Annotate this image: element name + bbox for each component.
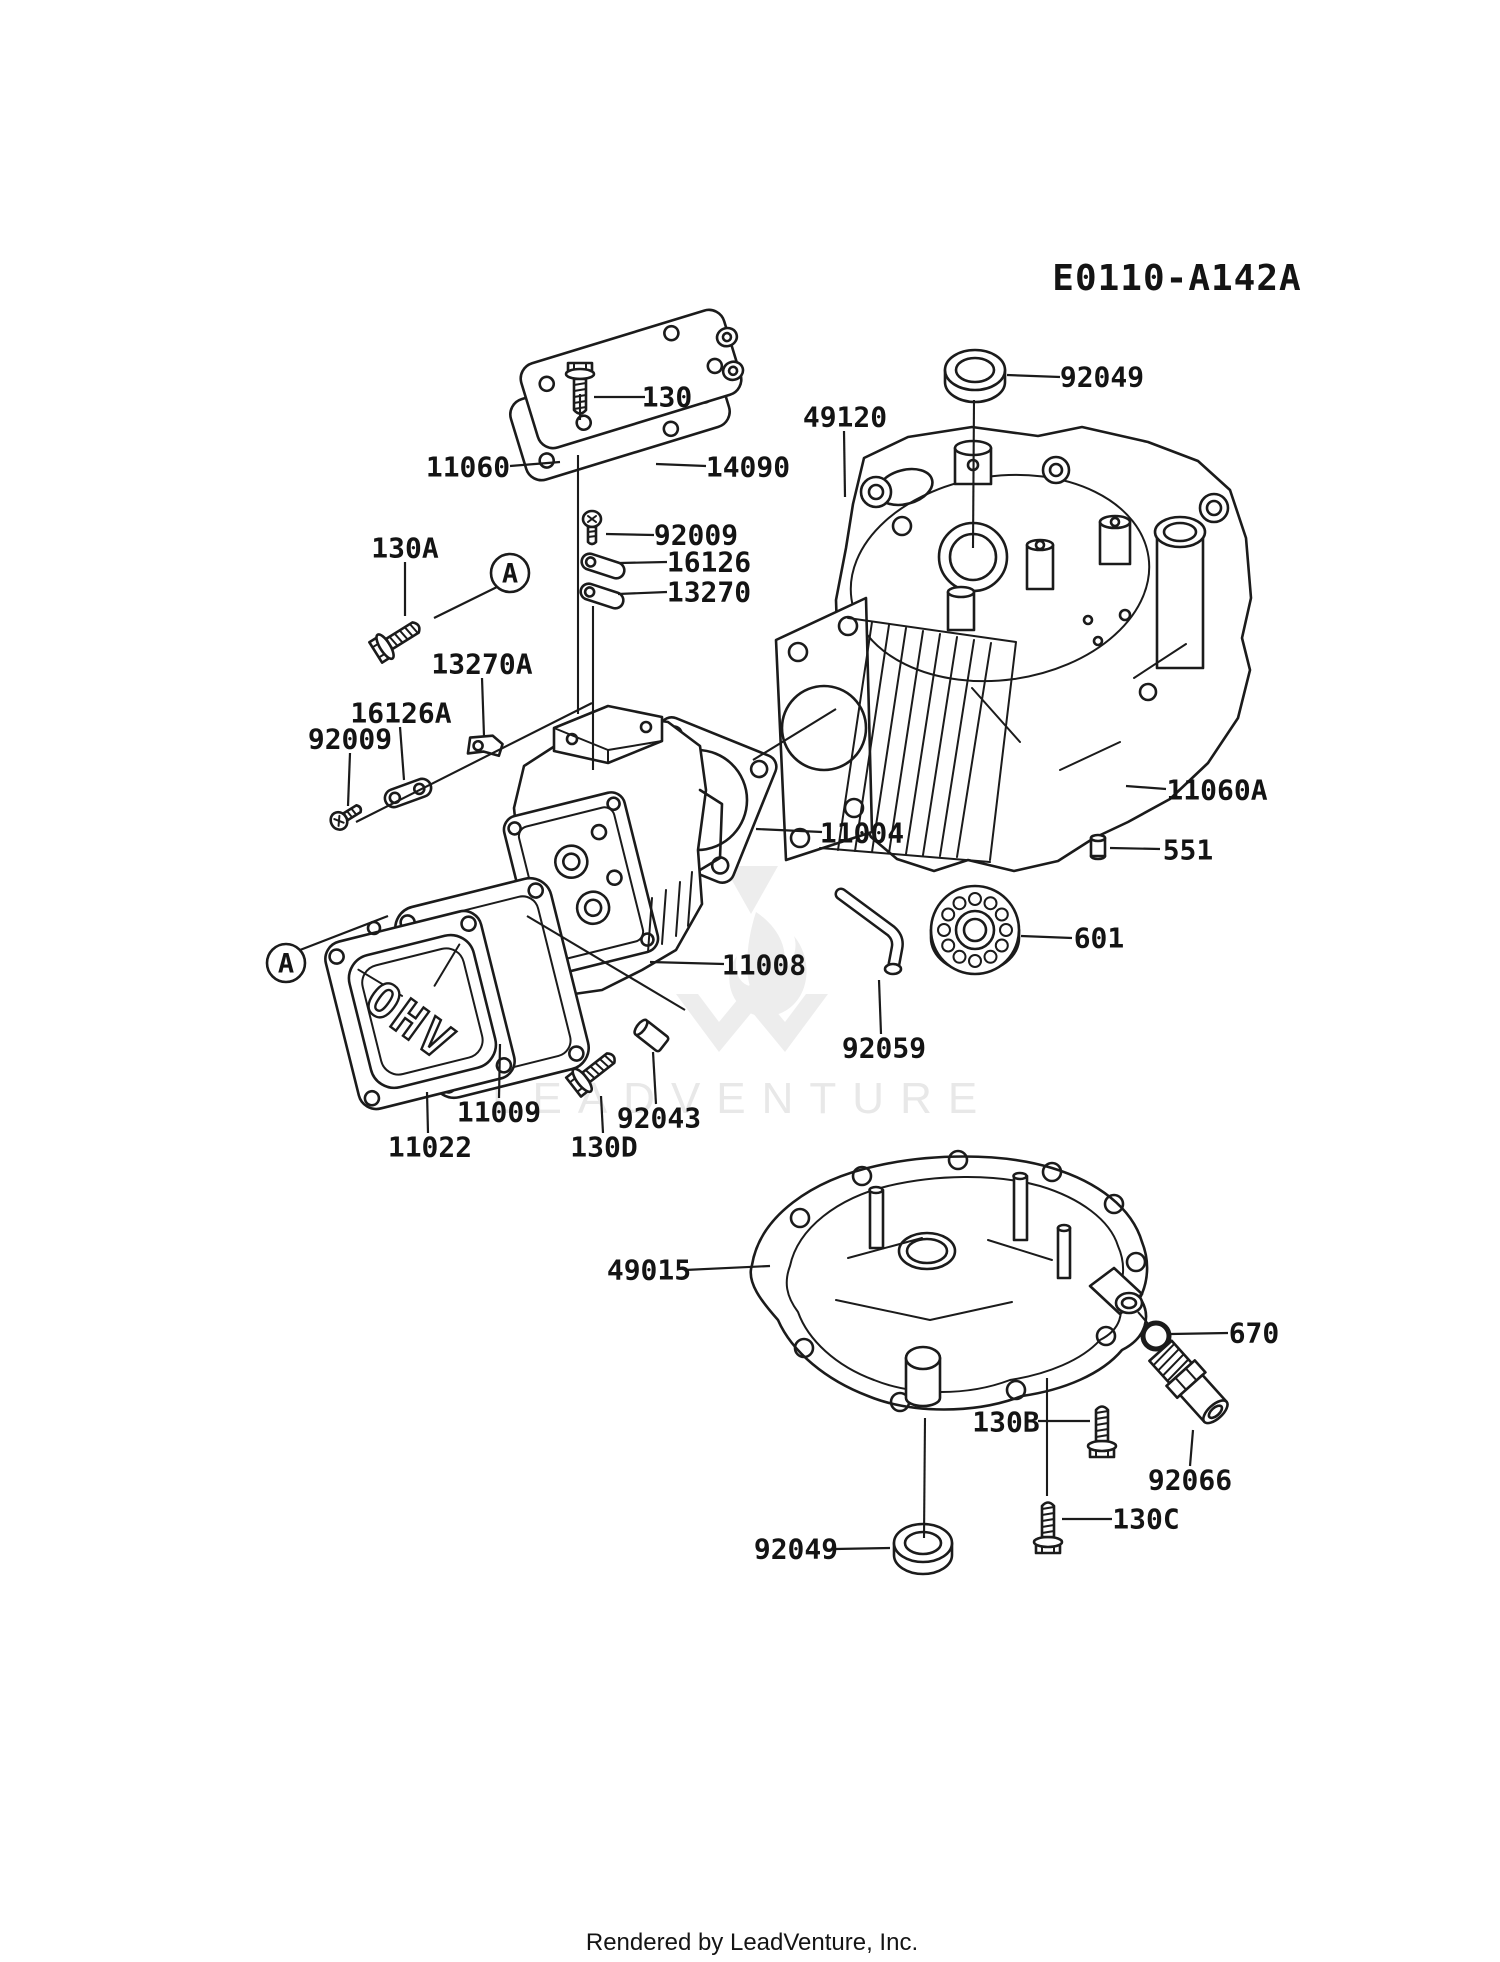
part-label-13270: 13270	[667, 576, 751, 609]
part-oil-seal-92049-bottom	[892, 1522, 954, 1576]
leader-line-92009	[346, 752, 352, 807]
leader-line-14090	[655, 462, 707, 468]
part-oring-670	[1140, 1320, 1172, 1352]
leader-line-92009	[605, 532, 655, 537]
part-label-130C: 130C	[1112, 1503, 1179, 1536]
ref-leader-line	[299, 914, 389, 952]
part-label-11060: 11060	[426, 451, 510, 484]
part-label-14090: 14090	[706, 451, 790, 484]
watermark-text: LEADVENTURE	[492, 1074, 993, 1123]
part-bolt-130A	[366, 612, 428, 666]
part-label-13270A: 13270A	[431, 648, 532, 681]
ref-circle-A	[265, 942, 307, 984]
part-oil-seal-92049-top	[943, 348, 1007, 404]
part-drain-plug-92066	[1148, 1339, 1229, 1425]
part-clamp-16126	[578, 550, 628, 582]
part-label-92049: 92049	[754, 1533, 838, 1566]
part-label-11060A: 11060A	[1166, 774, 1267, 807]
part-label-551: 551	[1163, 834, 1214, 867]
leader-line-11060A	[1125, 784, 1167, 791]
leader-line-11004	[755, 827, 823, 834]
part-label-11022: 11022	[388, 1131, 472, 1164]
ref-circle-label: A	[278, 949, 294, 980]
part-pin-551	[1089, 833, 1107, 861]
assembly-line	[526, 915, 686, 1011]
part-ball-bearing-601	[929, 884, 1021, 976]
leader-line-670	[1170, 1331, 1229, 1336]
assembly-line	[1137, 1311, 1151, 1327]
part-label-130B: 130B	[972, 1406, 1039, 1439]
part-label-92009: 92009	[308, 723, 392, 756]
leader-line-16126	[619, 560, 668, 565]
leader-line-92066	[1188, 1429, 1195, 1467]
part-label-92049: 92049	[1060, 361, 1144, 394]
diagram-title: E0110-A142A	[1052, 258, 1301, 299]
part-crankcase-49120	[774, 425, 1253, 873]
part-label-11004: 11004	[820, 817, 904, 850]
watermark-logo	[676, 866, 828, 1052]
part-label-49120: 49120	[803, 401, 887, 434]
leader-line-11022	[425, 1091, 430, 1134]
leader-line-49015	[684, 1264, 771, 1272]
part-label-130D: 130D	[570, 1131, 637, 1164]
leader-line-13270	[617, 590, 668, 596]
part-label-130A: 130A	[371, 532, 439, 565]
leader-line-92049	[1006, 373, 1061, 379]
part-label-601: 601	[1074, 922, 1125, 955]
part-breather-plate-14090	[519, 308, 745, 450]
part-dowel-92043	[633, 1018, 670, 1053]
part-label-670: 670	[1229, 1317, 1280, 1350]
part-label-92043: 92043	[617, 1102, 701, 1135]
leader-line-11060	[509, 460, 561, 468]
leader-line-16126A	[398, 726, 406, 781]
part-washer-13270A	[466, 734, 504, 758]
part-bolt-130B	[1086, 1405, 1118, 1459]
assembly-line	[922, 1417, 927, 1539]
part-label-16126: 16126	[667, 546, 751, 579]
leader-line-11008	[649, 960, 725, 966]
part-oil-pan-49015	[749, 1149, 1149, 1413]
assembly-line	[752, 708, 837, 761]
leader-line-551	[1109, 846, 1161, 851]
leader-line-92049	[834, 1546, 891, 1551]
leader-line-49120	[842, 430, 847, 498]
ref-circle-A	[489, 552, 531, 594]
ref-circle-label: A	[502, 559, 518, 590]
part-label-92059: 92059	[842, 1032, 926, 1065]
leader-line-601	[1020, 934, 1073, 940]
part-label-11009: 11009	[457, 1096, 541, 1129]
leader-line-11009	[497, 1043, 502, 1099]
assembly-line	[971, 399, 976, 549]
part-label-92066: 92066	[1148, 1464, 1232, 1497]
part-bolt-130C	[1032, 1501, 1064, 1555]
part-label-49015: 49015	[607, 1254, 691, 1287]
part-breather-pipe-92059	[834, 887, 904, 976]
footer-credit: Rendered by LeadVenture, Inc.	[586, 1929, 918, 1956]
ref-leader-line	[433, 586, 498, 619]
assembly-line	[355, 702, 593, 823]
leader-line-92059	[877, 979, 883, 1035]
part-label-92009: 92009	[654, 519, 738, 552]
part-valve-cover-11022	[324, 909, 516, 1111]
part-label-130: 130	[642, 381, 693, 414]
leader-line-92043	[651, 1051, 658, 1105]
part-screw-92009-top	[581, 509, 603, 546]
part-screw-92009-left	[326, 798, 367, 835]
part-label-11008: 11008	[722, 949, 806, 982]
leader-line-13270A	[480, 677, 486, 737]
part-label-16126A: 16126A	[350, 697, 451, 730]
leader-line-130D	[599, 1095, 605, 1134]
part-washer-13270	[577, 580, 627, 612]
